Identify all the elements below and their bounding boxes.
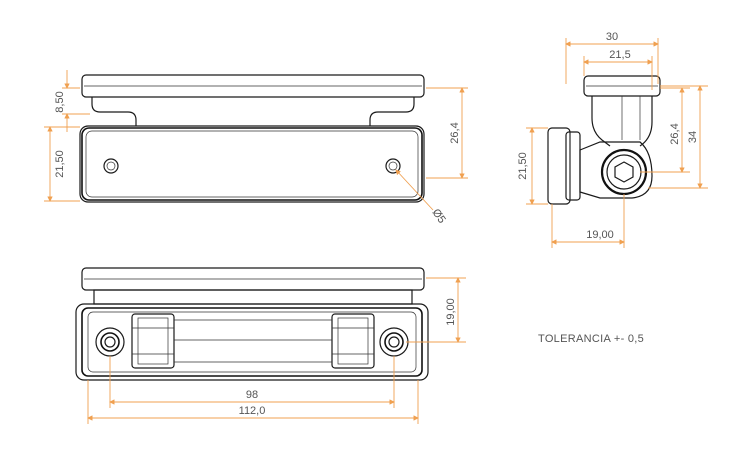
front-flange xyxy=(81,74,425,98)
hinge-barrel xyxy=(600,148,648,196)
front-view: 8,50 21,50 26,4 Ø5 xyxy=(44,70,468,226)
dim-19-00-bottom: 19,00 xyxy=(445,298,457,326)
knuckle-left xyxy=(131,313,175,369)
dim-21-5: 21,5 xyxy=(609,49,630,61)
dim-26-4-front: 26,4 xyxy=(449,122,461,143)
knuckle-right xyxy=(331,313,375,369)
front-hole-left xyxy=(103,158,119,174)
dim-34: 34 xyxy=(687,131,699,143)
dim-30: 30 xyxy=(606,31,618,43)
side-view: 30 21,5 26,4 34 21,50 19,00 xyxy=(517,31,708,248)
tolerance-note: TOLERANCIA +- 0,5 xyxy=(538,333,644,345)
dim-8-50: 8,50 xyxy=(54,91,66,112)
dim-98: 98 xyxy=(246,389,258,401)
bottom-plate xyxy=(75,303,429,381)
dim-19-00-side: 19,00 xyxy=(586,229,614,241)
front-hole-right xyxy=(385,158,401,174)
dim-26-4-side: 26,4 xyxy=(669,123,681,144)
bottom-view: 19,00 98 112,0 xyxy=(75,267,466,424)
side-plate xyxy=(547,127,571,205)
dim-21-50-front: 21,50 xyxy=(54,150,66,178)
dim-21-50-side: 21,50 xyxy=(517,152,529,180)
front-plate xyxy=(79,125,425,203)
hex-socket-icon xyxy=(614,161,634,183)
dim-112-0: 112,0 xyxy=(239,405,266,417)
